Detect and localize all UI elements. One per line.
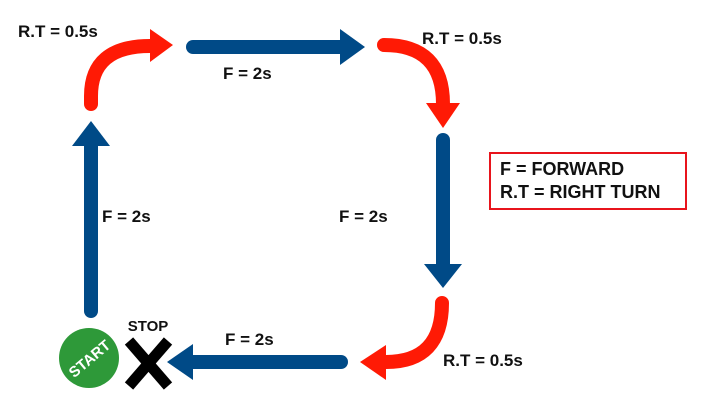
stop-label: STOP (128, 318, 169, 335)
turn-arrow-top-left (84, 29, 173, 111)
label-turn-top-left: R.T = 0.5s (18, 22, 98, 41)
forward-arrow-left (167, 344, 348, 380)
forward-arrow-right (186, 29, 365, 65)
turn-arrow-bottom-right (360, 296, 449, 380)
legend-line-right-turn: R.T = RIGHT TURN (500, 182, 661, 202)
label-forward-right: F = 2s (223, 64, 272, 83)
forward-arrow-down (424, 133, 462, 288)
legend-line-forward: F = FORWARD (500, 159, 625, 179)
start-marker: START (59, 328, 119, 388)
label-forward-left: F = 2s (225, 330, 274, 349)
label-forward-up: F = 2s (102, 207, 151, 226)
stop-marker: STOP (124, 318, 173, 390)
label-turn-bottom-right: R.T = 0.5s (443, 351, 523, 370)
legend-box: F = FORWARD R.T = RIGHT TURN (489, 152, 687, 210)
turn-arrow-top-right (377, 38, 460, 128)
forward-arrow-up (72, 121, 110, 318)
stop-x-icon (124, 337, 173, 390)
label-turn-top-right: R.T = 0.5s (422, 29, 502, 48)
label-forward-down: F = 2s (339, 207, 388, 226)
